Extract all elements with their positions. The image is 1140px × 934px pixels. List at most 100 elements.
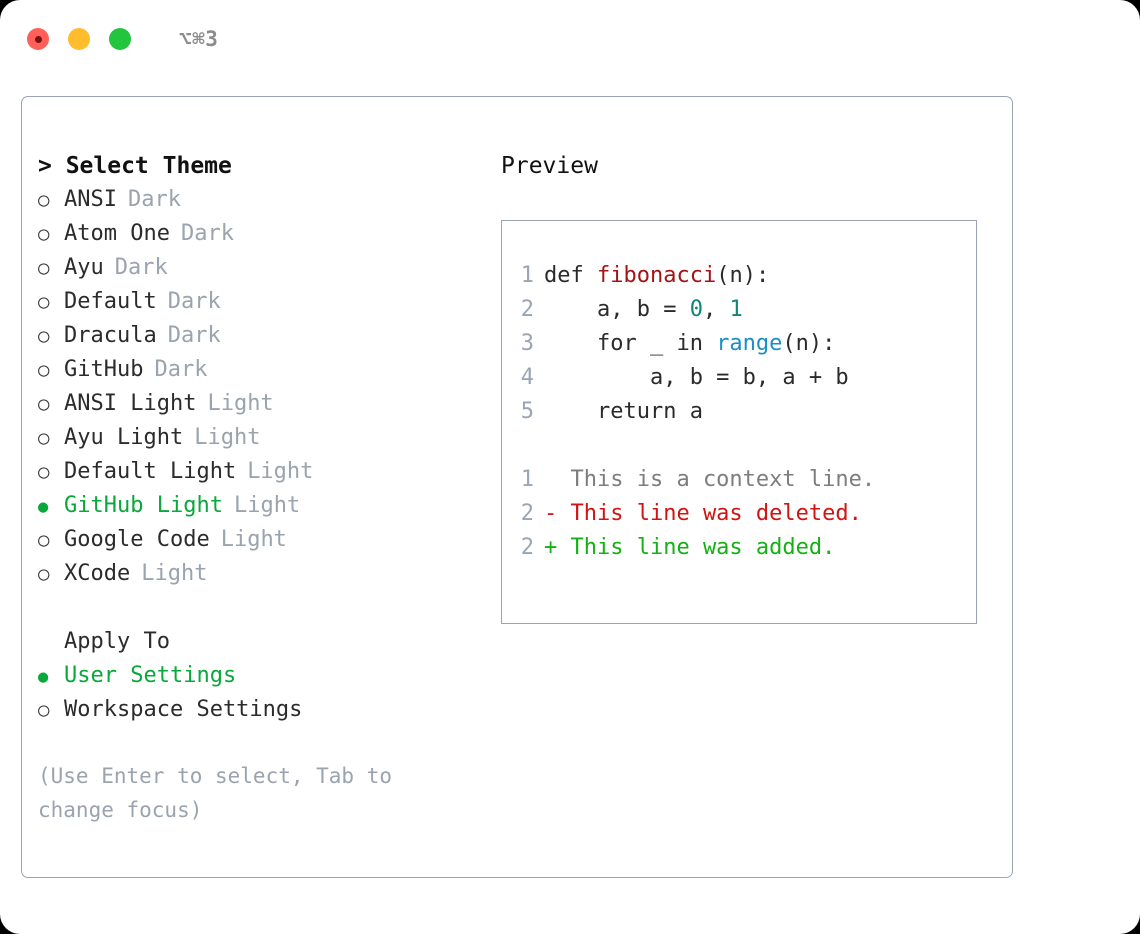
section-spacer — [38, 591, 478, 625]
theme-row[interactable]: ○ GitHub Dark — [38, 353, 478, 387]
code-line-text: for _ in range(n): — [544, 327, 835, 361]
radio-unselected-icon[interactable]: ○ — [38, 291, 50, 313]
theme-variant-tag: Dark — [167, 289, 221, 314]
apply-to-row[interactable]: ● User Settings — [38, 659, 478, 693]
theme-row[interactable]: ○ Default Dark — [38, 285, 478, 319]
code-token-plain: a, b = — [544, 297, 690, 322]
theme-name: Atom One — [64, 221, 170, 246]
code-line: 5 return a — [502, 395, 976, 429]
keyboard-hint-text: (Use Enter to select, Tab to change focu… — [38, 764, 405, 822]
theme-variant-tag: Light — [220, 527, 287, 552]
apply-to-options[interactable]: ● User Settings ○Workspace Settings — [38, 659, 478, 727]
radio-unselected-icon[interactable]: ○ — [38, 393, 50, 415]
radio-unselected-icon[interactable]: ○ — [38, 461, 50, 483]
theme-name: Default Light — [64, 459, 237, 484]
minimize-button-icon[interactable] — [68, 28, 90, 50]
code-line-number: 1 — [520, 263, 534, 288]
diff-line-del: 2 - This line was deleted. — [502, 497, 976, 531]
diff-line-number: 2 — [520, 501, 534, 526]
radio-selected-icon[interactable]: ● — [38, 497, 49, 517]
code-token-plain: (n): — [782, 331, 836, 356]
diff-line-number: 2 — [520, 535, 534, 560]
diff-sample: 1 This is a context line. 2 - This line wa… — [502, 463, 976, 565]
theme-variant-tag: Light — [207, 391, 274, 416]
theme-row[interactable]: ● GitHub Light Light — [38, 489, 478, 523]
code-line: 4 a, b = b, a + b — [502, 361, 976, 395]
code-line-number: 2 — [520, 297, 534, 322]
radio-selected-icon[interactable]: ● — [38, 667, 49, 687]
code-line-text: a, b = b, a + b — [544, 361, 849, 395]
close-button-icon[interactable] — [27, 28, 49, 50]
code-token-plain: for _ in — [544, 331, 717, 356]
theme-name: Ayu Light — [64, 425, 184, 450]
theme-variant-tag: Light — [233, 493, 301, 518]
theme-name: XCode — [64, 561, 131, 586]
code-line-text: def fibonacci(n): — [544, 259, 769, 293]
window-controls — [27, 28, 131, 50]
radio-unselected-icon[interactable]: ○ — [38, 427, 50, 449]
theme-name: GitHub — [64, 357, 144, 382]
radio-unselected-icon[interactable]: ○ — [38, 189, 50, 211]
select-theme-header: > Select Theme — [38, 153, 232, 179]
theme-variant-tag: Dark — [180, 221, 234, 246]
theme-name: ANSI Light — [64, 391, 197, 416]
theme-variant-tag: Dark — [167, 323, 221, 348]
code-token-num: 1 — [729, 297, 743, 322]
code-line-text: return a — [544, 395, 703, 429]
apply-to-label: Apply To — [64, 629, 170, 654]
code-line-number: 3 — [520, 331, 534, 356]
radio-unselected-icon[interactable]: ○ — [38, 325, 50, 347]
theme-name: Dracula — [64, 323, 157, 348]
code-token-plain: (n): — [716, 263, 770, 288]
radio-unselected-icon[interactable]: ○ — [38, 529, 50, 551]
theme-variant-tag: Light — [141, 561, 208, 586]
theme-row[interactable]: ○ Ayu Light Light — [38, 421, 478, 455]
theme-variant-tag: Light — [194, 425, 261, 450]
code-token-plain: return a — [544, 399, 703, 424]
theme-row[interactable]: ○ Dracula Dark — [38, 319, 478, 353]
radio-unselected-icon[interactable]: ○ — [38, 257, 50, 279]
diff-spacer — [502, 429, 976, 463]
preview-column: Preview 1 def fibonacci(n): 2 a, b = 0, 1 3… — [501, 149, 991, 624]
preview-box: 1 def fibonacci(n): 2 a, b = 0, 1 3 for _ i… — [501, 220, 977, 624]
theme-row[interactable]: ○ ANSI Light Light — [38, 387, 478, 421]
preview-title: Preview — [501, 153, 598, 179]
theme-variant-tag: Dark — [154, 357, 208, 382]
radio-unselected-icon[interactable]: ○ — [38, 359, 50, 381]
code-line-text: a, b = 0, 1 — [544, 293, 743, 327]
theme-name: Default — [64, 289, 157, 314]
apply-to-row[interactable]: ○Workspace Settings — [38, 693, 478, 727]
bullet-placeholder-icon: ○ — [38, 625, 64, 659]
diff-line-ctx: 1 This is a context line. — [502, 463, 976, 497]
theme-row[interactable]: ○ XCode Light — [38, 557, 478, 591]
code-token-plain: , — [702, 297, 730, 322]
theme-name: Google Code — [64, 527, 210, 552]
apply-to-option-label: User Settings — [64, 663, 237, 688]
code-line-number: 4 — [520, 365, 534, 390]
radio-unselected-icon[interactable]: ○ — [38, 223, 50, 245]
theme-variant-tag: Dark — [127, 187, 181, 212]
diff-line-number: 1 — [520, 467, 534, 492]
theme-name: GitHub Light — [64, 493, 223, 518]
code-line: 1 def fibonacci(n): — [502, 259, 976, 293]
code-token-call: range — [716, 331, 783, 356]
theme-row[interactable]: ○ Atom One Dark — [38, 217, 478, 251]
radio-unselected-icon[interactable]: ○ — [38, 563, 50, 585]
theme-name: Ayu — [64, 255, 104, 280]
diff-line-text: This is a context line. — [544, 467, 876, 492]
diff-line-text: - This line was deleted. — [544, 501, 862, 526]
theme-row[interactable]: ○ Google Code Light — [38, 523, 478, 557]
diff-line-text: + This line was added. — [544, 535, 836, 560]
title-bar: ⌥⌘3 — [0, 0, 1140, 78]
radio-unselected-icon[interactable]: ○ — [38, 699, 50, 721]
maximize-button-icon[interactable] — [109, 28, 131, 50]
code-token-fn: fibonacci — [596, 263, 717, 288]
keyboard-shortcut-label: ⌥⌘3 — [179, 27, 219, 51]
